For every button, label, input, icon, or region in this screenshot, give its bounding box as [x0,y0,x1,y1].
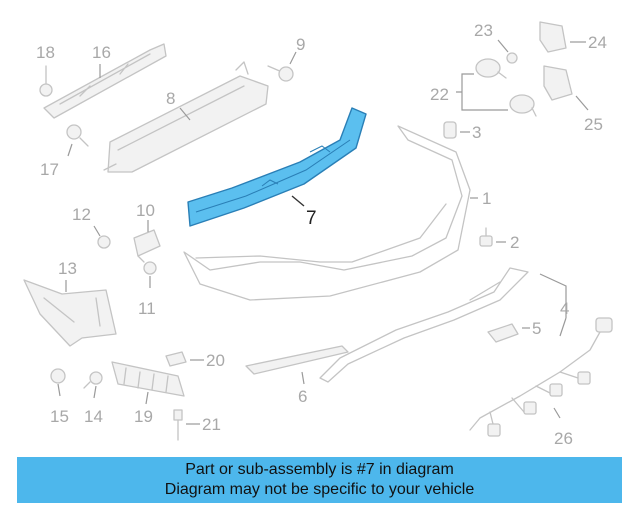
part-22-sensors [475,58,537,117]
part-19-cover [111,361,185,397]
part-2-clip [479,227,493,247]
part-14-clip [83,371,103,389]
parts-diagram: 18 16 17 8 9 7 1 3 [23,21,613,448]
part-18-clip [39,65,53,97]
callout-25: 25 [584,115,603,134]
callout-10: 10 [136,201,155,220]
banner-line-2: Diagram may not be specific to your vehi… [164,481,475,498]
callout-4: 4 [560,299,569,318]
callout-16: 16 [92,43,111,62]
part-24-bracket [539,21,567,53]
part-6-reflector [245,345,349,375]
callout-7: 7 [306,208,317,229]
callout-5: 5 [532,319,541,338]
banner-line-1: Part or sub-assembly is #7 in diagram [185,461,454,478]
part-10-bracket [133,229,161,257]
part-7-reinforcement [187,107,367,227]
callout-17: 17 [40,160,59,179]
callout-19: 19 [134,407,153,426]
part-4-trim [319,267,529,383]
part-26-harness [469,317,613,437]
callout-22: 22 [430,85,449,104]
part-8-bracket [103,61,269,173]
callout-20: 20 [206,351,225,370]
part-25-bracket [543,65,573,101]
part-3-clip [443,121,457,139]
part-1-bumper-cover [183,125,471,301]
part-13-bracket [23,279,117,347]
callout-13: 13 [58,259,77,278]
callout-11: 11 [138,299,156,318]
part-9-bolt [267,65,294,82]
part-16-bracket [43,43,167,119]
callout-2: 2 [510,233,519,252]
part-11-bolt [137,255,157,275]
callout-8: 8 [166,89,175,108]
part-23-clip [506,52,518,64]
part-5-trim [487,323,519,343]
callout-24: 24 [588,33,607,52]
part-21-screw [173,409,183,441]
callout-9: 9 [296,35,305,54]
callout-14: 14 [84,407,103,426]
part-17-bolt [66,124,89,147]
part-15-clip [50,368,66,384]
callout-26: 26 [554,429,573,448]
callout-23: 23 [474,21,493,40]
part-12-bolt [97,235,111,249]
callout-3: 3 [472,123,481,142]
callout-1: 1 [482,189,491,208]
callout-15: 15 [50,407,69,426]
callout-6: 6 [298,387,307,406]
part-20-clip [165,351,187,367]
callout-18: 18 [36,43,55,62]
callout-21: 21 [202,415,221,434]
info-banner: Part or sub-assembly is #7 in diagram Di… [17,457,622,503]
callout-12: 12 [72,205,91,224]
